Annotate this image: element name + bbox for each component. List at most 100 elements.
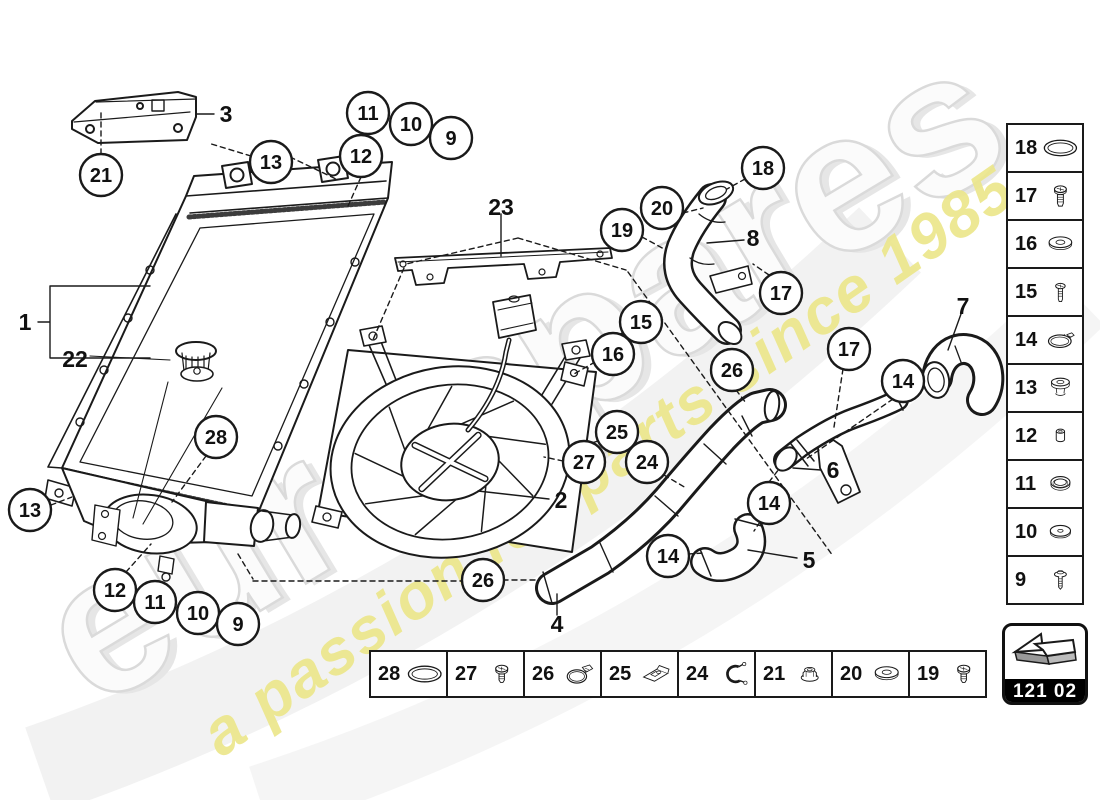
part-number: 16	[1015, 232, 1038, 255]
part-cell-26[interactable]: 26	[523, 650, 602, 698]
svg-text:10: 10	[187, 603, 209, 625]
callout-13[interactable]: 13	[248, 139, 294, 185]
part-cell-25[interactable]: 25	[600, 650, 679, 698]
part-cell-17[interactable]: 17	[1006, 171, 1084, 221]
callout-12[interactable]: 12	[92, 567, 138, 613]
callout-26[interactable]: 26	[709, 347, 755, 393]
page-ref-box[interactable]: 121 02	[1002, 623, 1088, 705]
part-label-7[interactable]: 7	[957, 293, 970, 319]
screw-med-icon	[1055, 282, 1066, 303]
callout-9[interactable]: 9	[428, 115, 474, 161]
part-hose-8	[663, 180, 753, 345]
part-cell-12[interactable]: 12	[1006, 411, 1084, 461]
part-cell-19[interactable]: 19	[908, 650, 987, 698]
callout-19[interactable]: 19	[599, 207, 645, 253]
part-cell-14[interactable]: 14	[1006, 315, 1084, 365]
svg-text:12: 12	[104, 580, 126, 602]
washer-flat-icon	[874, 666, 899, 681]
part-cell-13[interactable]: 13	[1006, 363, 1084, 413]
fan-blade	[458, 400, 515, 426]
part-number: 27	[455, 662, 478, 685]
callout-10[interactable]: 10	[388, 101, 434, 147]
part-label-23[interactable]: 23	[488, 194, 514, 220]
callout-16[interactable]: 16	[590, 331, 636, 377]
callout-11[interactable]: 11	[345, 90, 391, 136]
svg-text:11: 11	[357, 103, 378, 125]
part-cell-11[interactable]: 11	[1006, 459, 1084, 509]
part-cell-15[interactable]: 15	[1006, 267, 1084, 317]
callout-27[interactable]: 27	[561, 439, 607, 485]
callout-13[interactable]: 13	[7, 487, 53, 533]
part-number: 14	[1015, 328, 1038, 351]
callout-20[interactable]: 20	[639, 185, 685, 231]
part-label-8[interactable]: 8	[747, 225, 760, 251]
callout-28[interactable]: 28	[193, 414, 239, 460]
part-number: 12	[1015, 424, 1038, 447]
watermark-swoosh	[25, 207, 921, 800]
screw-short-icon	[956, 664, 970, 683]
callout-9[interactable]: 9	[215, 601, 261, 647]
fan-blade	[388, 406, 407, 453]
bushing-icon	[1055, 428, 1066, 443]
callout-10[interactable]: 10	[175, 590, 221, 636]
part-label-6[interactable]: 6	[827, 457, 840, 483]
part-cell-18[interactable]: 18	[1006, 123, 1084, 173]
svg-text:17: 17	[838, 339, 860, 361]
part-cell-21[interactable]: 21	[754, 650, 833, 698]
part-label-3[interactable]: 3	[220, 101, 233, 127]
part-number: 15	[1015, 280, 1038, 303]
part-number: 13	[1015, 376, 1038, 399]
svg-text:13: 13	[260, 152, 282, 174]
part-label-22[interactable]: 22	[62, 346, 88, 372]
callout-18[interactable]: 18	[740, 145, 786, 191]
washer-flat-icon	[1048, 236, 1073, 251]
part-label-5[interactable]: 5	[803, 547, 816, 573]
callout-25[interactable]: 25	[594, 409, 640, 455]
part-cell-16[interactable]: 16	[1006, 219, 1084, 269]
part-label-2[interactable]: 2	[555, 487, 568, 513]
part-cell-10[interactable]: 10	[1006, 507, 1084, 557]
svg-text:14: 14	[892, 371, 915, 393]
oring-icon	[1043, 139, 1078, 157]
callout-17[interactable]: 17	[758, 270, 804, 316]
fan-blade	[414, 497, 459, 536]
callout-17[interactable]: 17	[826, 326, 872, 372]
part-number: 18	[1015, 136, 1038, 159]
part-number: 19	[917, 662, 940, 685]
callout-14[interactable]: 14	[746, 480, 792, 526]
part-label-4[interactable]: 4	[551, 611, 564, 637]
part-cell-9[interactable]: 9	[1006, 555, 1084, 605]
svg-text:13: 13	[19, 500, 41, 522]
callout-11[interactable]: 11	[132, 579, 178, 625]
svg-text:27: 27	[573, 452, 595, 474]
callout-26[interactable]: 26	[460, 557, 506, 603]
callout-14[interactable]: 14	[880, 358, 926, 404]
spring-clamp-icon	[725, 660, 748, 686]
clip-nut-icon	[642, 665, 670, 682]
part-number: 24	[686, 662, 709, 685]
callout-12[interactable]: 12	[338, 133, 384, 179]
part-fan	[311, 294, 597, 559]
svg-text:21: 21	[90, 165, 112, 187]
part-number: 17	[1015, 184, 1038, 207]
fastener-column: 18 17 16 15 14 13 12 11 10 9	[1006, 123, 1084, 605]
part-cell-24[interactable]: 24	[677, 650, 756, 698]
callout-21[interactable]: 21	[78, 152, 124, 198]
callout-14[interactable]: 14	[645, 533, 691, 579]
svg-text:18: 18	[752, 158, 774, 180]
callout-15[interactable]: 15	[618, 299, 664, 345]
part-cell-27[interactable]: 27	[446, 650, 525, 698]
part-pipe-6	[773, 389, 909, 504]
part-number: 11	[1015, 472, 1037, 495]
part-number: 10	[1015, 520, 1038, 543]
svg-text:14: 14	[758, 493, 781, 515]
part-cell-28[interactable]: 28	[369, 650, 448, 698]
svg-text:26: 26	[472, 570, 494, 592]
part-cell-20[interactable]: 20	[831, 650, 910, 698]
part-number: 26	[532, 662, 555, 685]
part-label-1[interactable]: 1	[19, 309, 32, 335]
callout-24[interactable]: 24	[624, 439, 670, 485]
svg-text:10: 10	[400, 114, 422, 136]
